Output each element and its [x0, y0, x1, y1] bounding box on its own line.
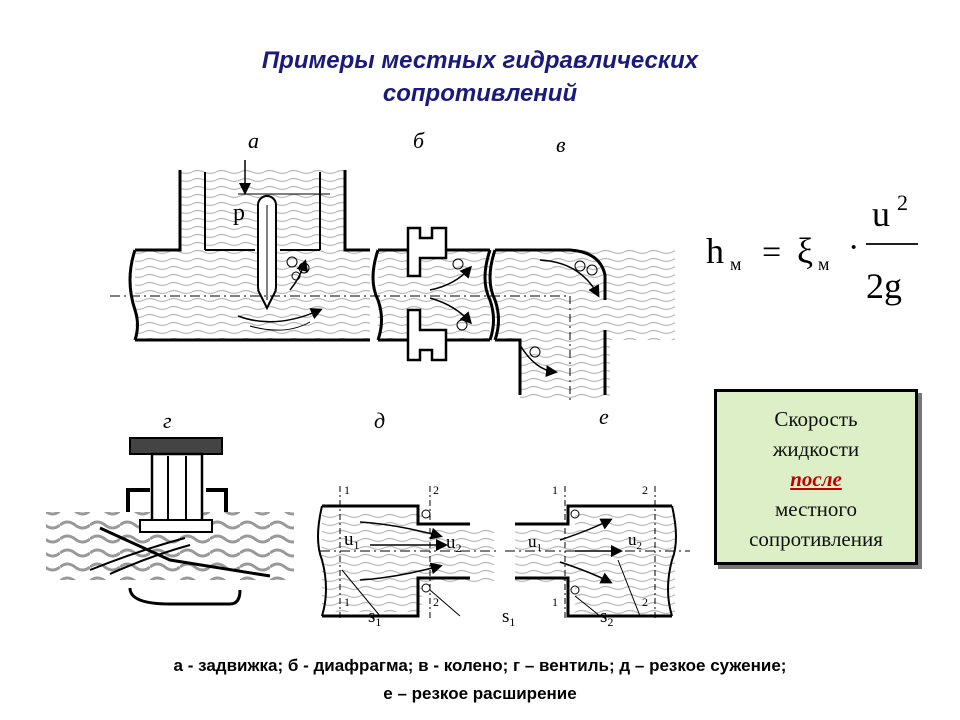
formula-xi-sub: м: [818, 254, 829, 274]
formula-h: h: [706, 231, 724, 271]
u1-label-d: u1: [344, 529, 360, 552]
gate-valve-pipe-fluid: [135, 250, 370, 340]
section-1-bottom-e: 1: [552, 595, 558, 609]
s1-label-e: s1: [502, 606, 515, 629]
pressure-label: p: [233, 200, 245, 226]
formula-u-exponent: 2: [897, 190, 908, 215]
contraction-figure: [317, 486, 500, 618]
section-1-bottom-d: 1: [344, 595, 350, 609]
expansion-figure: [505, 486, 690, 618]
velocity-note-box: Скорость жидкости после местного сопроти…: [714, 389, 918, 565]
panel-letter-a: а: [248, 128, 259, 153]
formula-h-sub: м: [730, 254, 741, 274]
section-2-top-e: 2: [642, 483, 648, 497]
formula-dot: ·: [848, 229, 859, 266]
panel-letter-b: б: [413, 128, 425, 153]
s2-label-e: s2: [600, 606, 613, 629]
diaphragm-lower-plate: [406, 308, 448, 362]
figure-caption: а - задвижка; б - диафрагма; в - колено;…: [0, 652, 960, 708]
note-line-4: местного: [775, 497, 857, 521]
title-line-2: сопротивлений: [382, 80, 578, 107]
panel-letter-v: в: [556, 132, 566, 157]
elbow-figure: [488, 248, 675, 400]
section-2-bottom-d: 2: [433, 595, 439, 609]
panel-letter-g: г: [163, 408, 172, 433]
head-loss-formula: h м = ξ м · u 2 2g: [706, 190, 918, 306]
panel-letter-e: е: [599, 404, 609, 429]
s1-label-d: s1: [368, 606, 381, 629]
note-line-2: жидкости: [772, 437, 860, 461]
u2-label-e: u2: [628, 530, 642, 552]
diaphragm-figure: [371, 226, 495, 362]
valve-handwheel: [129, 437, 223, 455]
section-2-bottom-e: 2: [642, 595, 648, 609]
formula-equals: =: [762, 234, 781, 271]
note-line-1: Скорость: [774, 407, 858, 431]
u1-label-e: u1: [528, 532, 542, 554]
note-line-3-emphasis: после: [790, 467, 842, 491]
section-1-top-e: 1: [552, 483, 558, 497]
valve-stem: [150, 452, 204, 526]
caption-line-2: е – резкое расширение: [383, 684, 577, 703]
gate-valve-figure: [128, 160, 370, 342]
title-line-1: Примеры местных гидравлических: [261, 47, 699, 74]
diaphragm-upper-plate: [406, 226, 448, 278]
section-1-top-d: 1: [344, 483, 350, 497]
formula-u: u: [872, 194, 890, 234]
formula-xi: ξ: [797, 231, 813, 271]
note-line-5: сопротивления: [749, 527, 883, 551]
panel-letter-d: д: [374, 408, 386, 433]
globe-valve-figure: [46, 437, 294, 606]
section-2-top-d: 2: [433, 483, 439, 497]
caption-line-1: а - задвижка; б - диафрагма; в - колено;…: [173, 656, 787, 675]
page-title: Примеры местных гидравлических сопротивл…: [150, 44, 810, 110]
formula-denominator: 2g: [866, 266, 902, 306]
u2-label-d: u2: [446, 532, 462, 555]
